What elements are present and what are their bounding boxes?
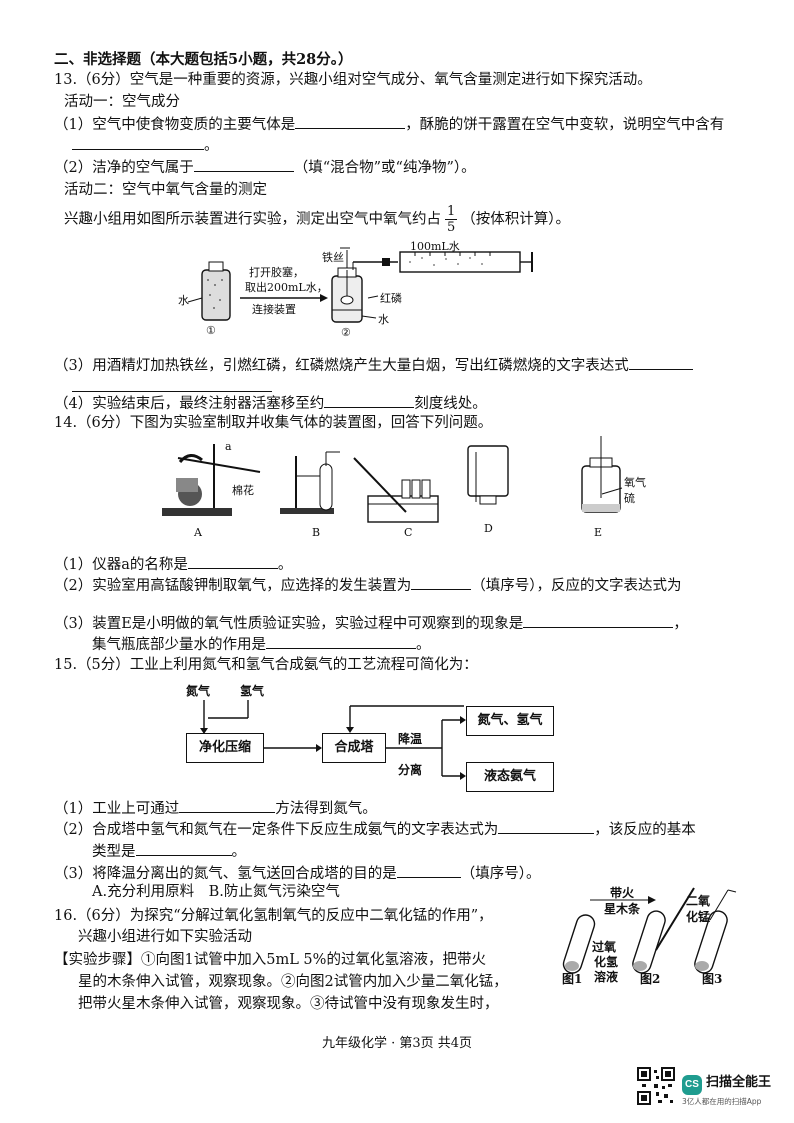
q16-step-2: 星的木条伸入试管，观察现象。②向图2试管内加入少量二氧化锰， xyxy=(78,974,508,990)
fig16-h2o2-3: 溶液 xyxy=(594,970,619,984)
fig14-label-A: A xyxy=(194,526,202,539)
fig14-label-C: C xyxy=(404,526,413,539)
fig16-h2o2-1: 过氧 xyxy=(592,940,617,954)
answer-blank[interactable] xyxy=(396,862,461,878)
fig13-num-1: ① xyxy=(206,324,216,337)
answer-blank[interactable] xyxy=(72,134,204,150)
fig15-cool: 降温 xyxy=(398,732,423,746)
fig16-label-1: 图1 xyxy=(562,972,583,986)
q16-step-3: 把带火星木条伸入试管，观察现象。③待试管中没有现象发生时， xyxy=(78,996,499,1012)
option-b[interactable]: B.防止氮气污染空气 xyxy=(208,884,340,900)
fig13-phosphorus: 红磷 xyxy=(380,292,402,305)
q13-part-1-cont: 。 xyxy=(72,134,219,156)
q15-flow-arrows xyxy=(200,700,466,780)
q16-tubes-figure xyxy=(562,887,737,974)
fig14-label-B: B xyxy=(312,526,321,539)
answer-blank[interactable] xyxy=(72,376,272,392)
answer-blank[interactable] xyxy=(498,818,595,834)
answer-blank[interactable] xyxy=(266,633,416,649)
q14-part-1: （1）仪器a的名称是。 xyxy=(54,553,292,575)
answer-blank[interactable] xyxy=(628,354,693,370)
fig16-mno2-1: 二氧 xyxy=(686,894,711,908)
fig14-label-a: a xyxy=(225,440,232,453)
fig14-label-D: D xyxy=(484,522,493,535)
answer-blank[interactable] xyxy=(179,797,276,813)
q14-part-3: （3）装置E是小明做的氧气性质验证实验，实验过程中可观察到的现象是， xyxy=(54,612,688,634)
q14-stem: 14.（6分）下图为实验室制取并收集气体的装置图，回答下列问题。 xyxy=(54,415,493,431)
qr-code-icon xyxy=(636,1066,676,1106)
fig15-nitrogen: 氮气 xyxy=(186,684,211,698)
fig15-hydrogen: 氢气 xyxy=(240,684,265,698)
q15-part-1: （1）工业上可通过方法得到氮气。 xyxy=(54,797,377,819)
q13-part-4: （4）实验结束后，最终注射器活塞移至约刻度线处。 xyxy=(54,392,487,414)
q16-stem-2: 兴趣小组进行如下实验活动 xyxy=(78,929,252,945)
fig16-h2o2-2: 化氢 xyxy=(594,955,619,969)
q13-stem: 13.（6分）空气是一种重要的资源，兴趣小组对空气成分、氧气含量测定进行如下探究… xyxy=(54,72,652,88)
q15-options: A.充分利用原料 B.防止氮气污染空气 xyxy=(92,882,340,902)
fig13-arrow-label-3: 连接装置 xyxy=(252,303,296,316)
fig15-output-gas-box: 氮气、氢气 xyxy=(466,706,554,736)
fig15-tower-box: 合成塔 xyxy=(322,733,386,763)
q13-activity-2: 活动二：空气中氧气含量的测定 xyxy=(64,182,267,198)
fig13-arrow-label-1: 打开胶塞， xyxy=(249,266,304,279)
fig13-iron-wire: 铁丝 xyxy=(322,251,344,264)
fig15-output-liquid-box: 液态氨气 xyxy=(466,762,554,792)
q14-apparatus-figure xyxy=(162,436,623,523)
answer-blank[interactable] xyxy=(193,156,294,172)
page-footer: 九年级化学 · 第3页 共4页 xyxy=(321,1036,473,1051)
fig16-stick-2: 星木条 xyxy=(604,902,641,916)
fig16-label-2: 图2 xyxy=(640,972,661,986)
fig14-label-E: E xyxy=(594,526,603,539)
scanner-tagline: 3亿人都在用的扫描App xyxy=(682,1097,762,1106)
answer-blank[interactable] xyxy=(324,392,415,408)
fig16-stick-1: 带火 xyxy=(610,886,635,900)
answer-blank[interactable] xyxy=(187,553,278,569)
fig14-sulfur: 硫 xyxy=(624,492,635,505)
answer-blank[interactable] xyxy=(135,840,232,856)
q15-part-3: （3）将降温分离出的氮气、氢气送回合成塔的目的是（填序号）。 xyxy=(54,862,540,884)
fig16-label-3: 图3 xyxy=(702,972,723,986)
option-a[interactable]: A.充分利用原料 xyxy=(92,884,195,900)
answer-blank[interactable] xyxy=(523,612,674,628)
q13-apparatus-figure xyxy=(187,247,533,323)
q14-part-3-cont: 集气瓶底部少量水的作用是。 xyxy=(92,633,431,655)
q13-part-3-cont xyxy=(72,376,272,398)
fig14-cotton: 棉花 xyxy=(232,484,254,497)
scanner-logo: CS xyxy=(682,1075,702,1095)
q16-step-1: 【实验步骤】①向图1试管中加入5mL 5%的过氧化氢溶液，把带火 xyxy=(54,952,486,968)
q13-part-3: （3）用酒精灯加热铁丝，引燃红磷，红磷燃烧产生大量白烟，写出红磷燃烧的文字表达式 xyxy=(54,354,693,376)
fig13-num-2: ② xyxy=(341,326,351,339)
q15-part-2: （2）合成塔中氢气和氮气在一定条件下反应生成氨气的文字表达式为，该反应的基本 xyxy=(54,818,696,840)
q15-stem: 15.（5分）工业上利用氮气和氢气合成氨气的工艺流程可简化为： xyxy=(54,657,478,673)
scanner-app-name: 扫描全能王 xyxy=(706,1075,772,1090)
answer-blank[interactable] xyxy=(411,574,472,590)
fig13-water-left: 水 xyxy=(178,294,189,307)
q16-stem-1: 16.（6分）为探究“分解过氧化氢制氧气的反应中二氧化锰的作用”， xyxy=(54,908,493,924)
fig14-oxygen: 氧气 xyxy=(624,476,646,489)
fig13-arrow-label-2: 取出200mL水， xyxy=(245,281,328,294)
q13-part-1: （1）空气中使食物变质的主要气体是，酥脆的饼干露置在空气中变软，说明空气中含有 xyxy=(54,113,724,135)
answer-blank[interactable] xyxy=(295,113,406,129)
q13-activity-1: 活动一：空气成分 xyxy=(64,94,180,110)
fig15-separate: 分离 xyxy=(398,763,423,777)
q13-part-2: （2）洁净的空气属于（填“混合物”或“纯净物”）。 xyxy=(54,156,476,178)
fig15-purify-box: 净化压缩 xyxy=(186,733,264,763)
fig16-mno2-2: 化锰 xyxy=(686,910,711,924)
q14-part-2: （2）实验室用高锰酸钾制取氧气，应选择的发生装置为（填序号），反应的文字表达式为 xyxy=(54,574,681,596)
section-title: 二、非选择题（本大题包括5小题，共28分。） xyxy=(54,51,353,68)
q15-part-2-cont: 类型是。 xyxy=(92,840,246,862)
fig13-water-right: 水 xyxy=(378,313,389,326)
fig13-syringe: 100mL水 xyxy=(410,240,460,253)
